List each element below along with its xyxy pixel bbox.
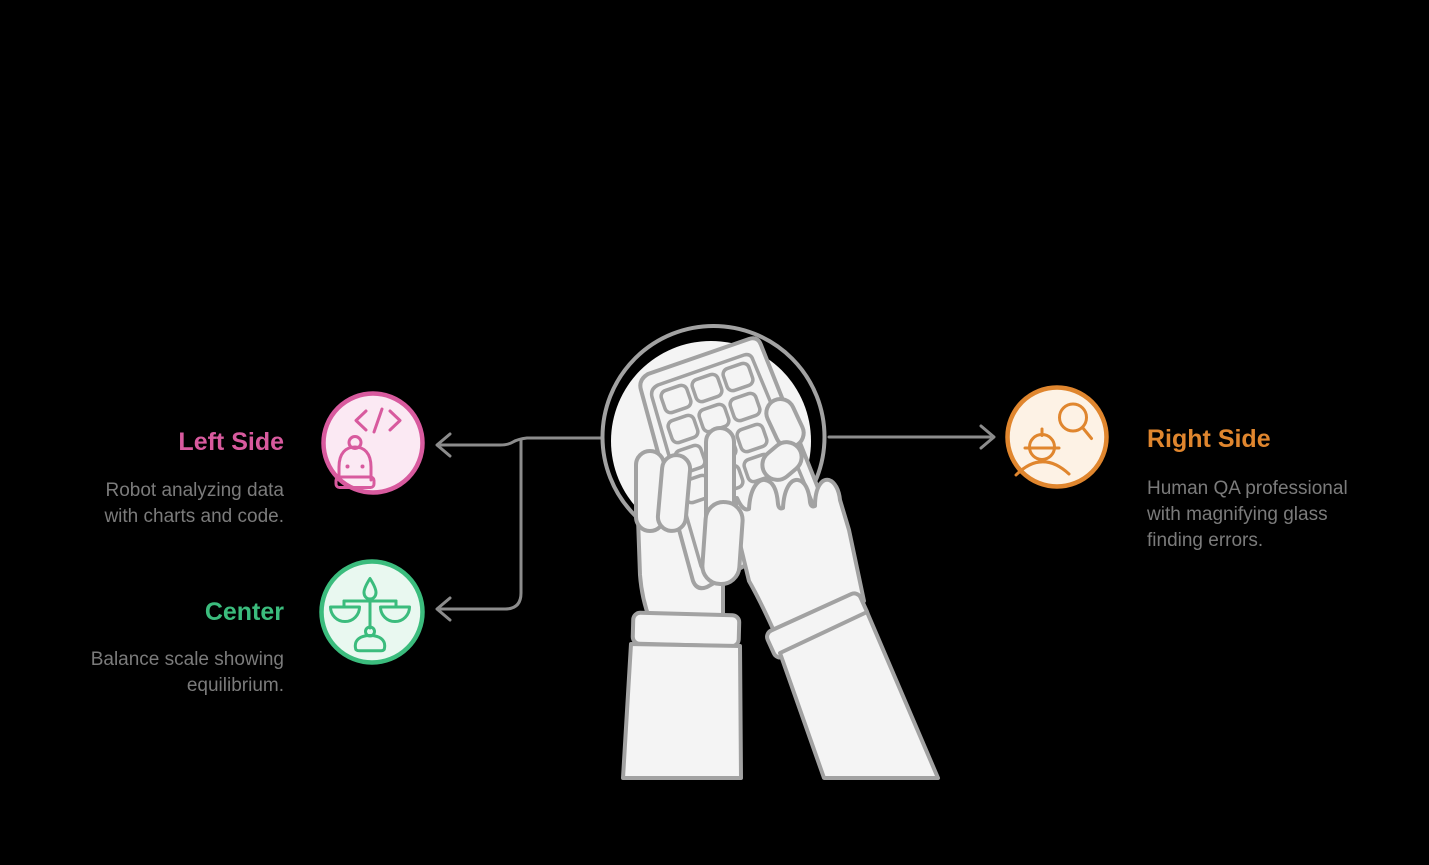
balance-scale-icon <box>329 577 411 653</box>
description-line: Robot analyzing data <box>105 480 284 501</box>
node-center <box>319 559 425 665</box>
description-line: with charts and code. <box>104 506 284 527</box>
connector-edges <box>435 424 996 622</box>
right-sleeve <box>778 610 940 780</box>
left-node-description: Robot analyzing data with charts and cod… <box>24 478 284 530</box>
node-right <box>1005 385 1109 489</box>
hands-holding-phone-illustration <box>600 324 940 780</box>
right-node-title: Right Side <box>1147 425 1271 453</box>
right-node-text: Right Side Human QA professional with ma… <box>1147 424 1429 554</box>
node-center-circle <box>319 559 425 665</box>
center-node-text: Center Balance scale showing equilibrium… <box>24 597 284 699</box>
center-node-title: Center <box>204 598 284 626</box>
description-line: Human QA professional <box>1147 478 1348 499</box>
left-hand-finger <box>655 453 693 533</box>
description-line: with magnifying glass <box>1147 504 1328 525</box>
arrowhead-bottom-left-icon <box>435 596 452 622</box>
edge-center-to-left <box>439 436 603 447</box>
arrowhead-right-icon <box>979 424 996 450</box>
left-sleeve <box>621 642 743 780</box>
right-hand-thumb-pad <box>760 440 804 482</box>
description-line: finding errors. <box>1147 530 1264 551</box>
description-line: Balance scale showing <box>90 649 284 670</box>
right-node-description: Human QA professional with magnifying gl… <box>1147 476 1429 554</box>
node-right-circle <box>1005 385 1109 489</box>
description-line: equilibrium. <box>186 675 284 696</box>
right-hand-curled-finger <box>700 500 745 587</box>
left-node-text: Left Side Robot analyzing data with char… <box>24 427 284 530</box>
person-magnifier-icon <box>1014 402 1093 477</box>
node-left <box>321 391 425 495</box>
robot-code-icon <box>334 407 402 489</box>
left-sleeve-cuff <box>630 610 742 649</box>
center-node-description: Balance scale showing equilibrium. <box>24 647 284 699</box>
arrowhead-left-icon <box>435 432 452 458</box>
edge-center-to-bottom-left <box>439 438 523 611</box>
left-node-title: Left Side <box>178 428 284 456</box>
